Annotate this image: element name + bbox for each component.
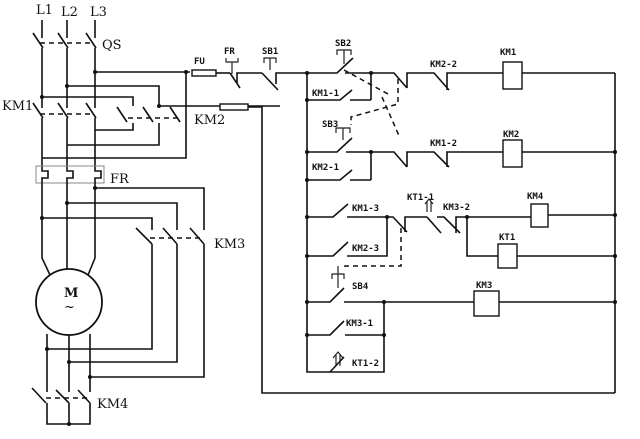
label-coil-km4: KM4 xyxy=(527,192,544,202)
fuse-fu xyxy=(191,69,217,77)
thermal-relay-fr-main: FR xyxy=(35,165,130,187)
label-km2-3: KM2-3 xyxy=(352,244,379,254)
label-km1-main: KM1 xyxy=(2,99,33,114)
mechanical-link-sb2 xyxy=(343,69,399,125)
label-km3-1: KM3-1 xyxy=(346,319,373,329)
label-fr-main: FR xyxy=(110,172,130,187)
label-sb1: SB1 xyxy=(262,47,278,57)
label-km1-1: KM1-1 xyxy=(312,89,339,99)
label-km2-main: KM2 xyxy=(194,113,225,128)
label-km3-main: KM3 xyxy=(214,237,245,252)
label-coil-kt1: KT1 xyxy=(499,233,515,243)
coil-kt1 xyxy=(497,243,518,269)
motor: M ~ xyxy=(35,268,103,336)
rung-3: KM1-3 KM2-3 KT1-1 KM3-2 KM4 KT1 xyxy=(307,192,617,270)
rung-2: KM2-1 KM1-2 KM2 xyxy=(307,130,617,181)
main-circuit: L1 L2 L3 QS KM1 xyxy=(2,3,280,426)
label-l2: L2 xyxy=(61,5,78,20)
label-km2-2: KM2-2 xyxy=(430,60,457,70)
coil-km4 xyxy=(530,203,549,228)
stop-button-sb1: SB1 xyxy=(261,47,307,91)
control-circuit: FU FR SB1 SB2 xyxy=(191,39,617,394)
label-fr-ctrl: FR xyxy=(224,47,235,57)
button-sb3: SB3 xyxy=(322,120,351,140)
isolator-qs: QS xyxy=(32,32,122,53)
label-l3: L3 xyxy=(90,5,107,20)
label-km1-3: KM1-3 xyxy=(352,204,379,214)
label-km1-2: KM1-2 xyxy=(430,139,457,149)
label-qs: QS xyxy=(102,38,122,53)
rung-1: SB2 KM1-1 KM2-2 KM1 xyxy=(307,39,615,101)
label-sb2: SB2 xyxy=(335,39,351,49)
fuse-2 xyxy=(219,103,249,111)
rung-4: SB4 KM3-1 KT1-2 KM3 xyxy=(307,266,617,373)
label-sb4: SB4 xyxy=(352,282,369,292)
contactor-km2-main: KM2 xyxy=(42,106,225,159)
label-coil-km2: KM2 xyxy=(503,130,519,140)
label-coil-km3: KM3 xyxy=(476,281,492,291)
label-km3-2: KM3-2 xyxy=(443,203,470,213)
label-km4-main: KM4 xyxy=(97,397,128,412)
motor-label: M xyxy=(64,286,78,301)
label-kt1-1: KT1-1 xyxy=(407,193,434,203)
label-km2-1: KM2-1 xyxy=(312,163,339,173)
motor-ac-symbol: ~ xyxy=(64,300,75,315)
label-l1: L1 xyxy=(36,3,53,18)
contactor-km4-main: KM4 xyxy=(31,387,128,426)
overload-contact-fr: FR xyxy=(224,47,262,89)
coil-km3 xyxy=(473,290,500,317)
label-kt1-2: KT1-2 xyxy=(352,359,379,369)
control-left-rail xyxy=(306,73,350,373)
coil-km2 xyxy=(502,139,523,168)
contactor-km3-main: KM3 xyxy=(47,227,245,378)
contactor-km1-main: KM1 xyxy=(2,99,97,119)
coil-km1 xyxy=(502,61,523,90)
label-sb3: SB3 xyxy=(322,120,338,130)
label-fu: FU xyxy=(194,57,205,67)
label-coil-km1: KM1 xyxy=(500,48,516,58)
mechanical-link-sb3 xyxy=(381,96,401,139)
